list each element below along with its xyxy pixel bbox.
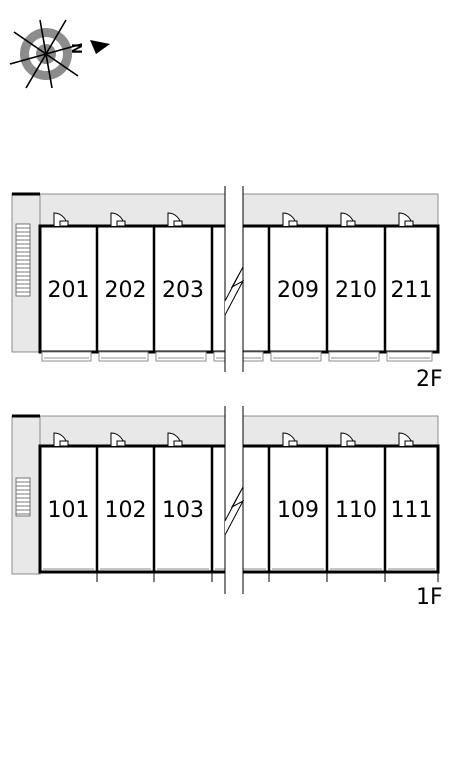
north-label: N	[71, 43, 86, 54]
balcony	[270, 351, 322, 362]
floor-label-1f: 1F	[416, 585, 443, 610]
door-icon	[282, 432, 298, 447]
unit-103: 103	[157, 432, 213, 582]
balcony	[386, 351, 433, 362]
floor-label-2f: 2F	[416, 367, 443, 392]
compass	[9, 19, 110, 89]
unit-202: 202	[98, 212, 149, 362]
door-icon	[398, 212, 414, 227]
unit-211: 211	[386, 212, 433, 362]
unit-number: 101	[48, 498, 90, 523]
balcony	[328, 351, 380, 362]
unit-110: 110	[330, 432, 386, 582]
unit-210: 210	[328, 212, 380, 362]
stairs-1f	[15, 477, 31, 517]
unit-number: 209	[277, 278, 319, 303]
break-zigzag	[224, 266, 245, 316]
unit-number: 109	[277, 498, 319, 523]
balcony	[155, 351, 207, 362]
door-icon	[282, 212, 298, 227]
unit-109: 109	[272, 432, 328, 582]
break-gap	[225, 186, 243, 372]
door-icon	[340, 212, 356, 227]
unit-203: 203	[155, 212, 207, 362]
unit-number: 203	[162, 278, 204, 303]
door-icon	[53, 212, 69, 227]
stairs-2f	[15, 223, 31, 297]
unit-number: 210	[335, 278, 377, 303]
north-arrow-icon	[90, 40, 110, 54]
unit-102: 102	[100, 432, 155, 582]
unit-number: 202	[105, 278, 147, 303]
floor-2f: 201 202 203 209 210 211 2F	[11, 186, 443, 392]
unit-number: 211	[391, 278, 433, 303]
unit-number: 111	[391, 498, 433, 523]
break-gap	[225, 406, 243, 594]
door-icon	[110, 212, 126, 227]
door-icon	[53, 432, 69, 447]
unit-number: 201	[48, 278, 90, 303]
door-icon	[167, 212, 183, 227]
unit-number: 102	[105, 498, 147, 523]
unit-201: 201	[41, 212, 92, 362]
unit-number: 110	[335, 498, 377, 523]
door-icon	[398, 432, 414, 447]
unit-number: 103	[162, 498, 204, 523]
balcony	[98, 351, 149, 362]
door-icon	[340, 432, 356, 447]
floor-1f: 101 102 103 109 110 111 1F	[11, 406, 443, 610]
break-zigzag	[224, 486, 245, 536]
door-icon	[167, 432, 183, 447]
unit-111: 111	[388, 432, 439, 582]
compass-rose-icon	[9, 19, 83, 89]
balcony	[41, 351, 92, 362]
unit-101: 101	[43, 432, 98, 582]
door-icon	[110, 432, 126, 447]
unit-209: 209	[270, 212, 322, 362]
